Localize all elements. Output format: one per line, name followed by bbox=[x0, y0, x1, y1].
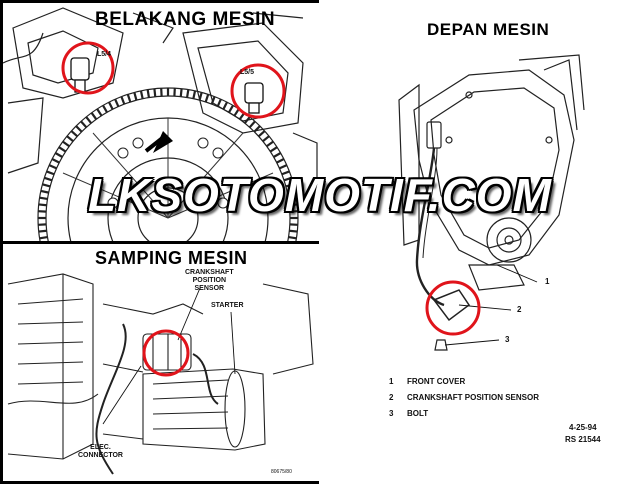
panel-title: DEPAN MESIN bbox=[427, 20, 550, 39]
flywheel-tooth bbox=[281, 170, 290, 176]
flywheel-tooth bbox=[253, 125, 261, 133]
watermark-text: LKSOTOMOTIF.COM bbox=[88, 169, 552, 221]
flywheel-tooth bbox=[266, 140, 274, 148]
flywheel-tooth bbox=[243, 116, 251, 124]
figure-code: 80675/80 bbox=[271, 469, 292, 475]
panel-samping-mesin: SAMPING MESIN CRANKSHAFT POSITION SENSOR… bbox=[0, 241, 322, 484]
arrow-icon bbox=[153, 131, 173, 153]
flywheel-tooth bbox=[102, 104, 108, 113]
flywheel-tooth bbox=[51, 158, 60, 164]
side-engine-drawing bbox=[7, 273, 314, 475]
flywheel-tooth bbox=[146, 89, 151, 98]
sensor-label-left: L5/4 bbox=[97, 51, 112, 58]
crankshaft-sensor-label: CRANKSHAFT POSITION SENSOR bbox=[185, 269, 234, 292]
flywheel-tooth bbox=[289, 229, 298, 233]
flywheel-tooth bbox=[42, 183, 51, 188]
flywheel-tooth bbox=[39, 235, 48, 240]
flywheel-tooth bbox=[90, 112, 98, 120]
flywheel-tooth bbox=[198, 92, 203, 101]
back-engine-drawing bbox=[3, 7, 318, 241]
starter-label: STARTER bbox=[211, 302, 244, 309]
highlight-circle-front bbox=[425, 280, 481, 336]
sensor-label-right: L5/5 bbox=[240, 69, 255, 76]
flywheel-tooth bbox=[85, 116, 93, 124]
flywheel-tooth bbox=[153, 88, 157, 97]
flywheel-tooth bbox=[126, 94, 132, 103]
callout-3: 3 bbox=[505, 335, 510, 344]
flywheel-tooth bbox=[46, 170, 55, 176]
highlight-circle-right bbox=[230, 63, 286, 119]
flywheel-tooth bbox=[108, 101, 114, 110]
flywheel-tooth bbox=[289, 203, 298, 207]
callout-2: 2 bbox=[517, 305, 522, 314]
flywheel-tooth bbox=[48, 164, 57, 170]
flywheel-tooth bbox=[228, 104, 234, 113]
flywheel-tooth bbox=[288, 196, 297, 201]
flywheel-tooth bbox=[276, 158, 285, 164]
flywheel-tooth bbox=[133, 92, 138, 101]
flywheel-tooth bbox=[262, 135, 270, 143]
highlight-circle-left bbox=[61, 41, 115, 95]
flywheel-tooth bbox=[114, 98, 120, 107]
flywheel-tooth bbox=[216, 98, 222, 107]
flywheel-tooth bbox=[80, 120, 88, 129]
flywheel-tooth bbox=[96, 108, 103, 117]
front-engine-drawing bbox=[398, 54, 585, 351]
flywheel-tooth bbox=[66, 135, 74, 143]
flywheel-teeth bbox=[38, 88, 298, 240]
flywheel-tooth bbox=[222, 101, 228, 110]
flywheel-tooth bbox=[248, 120, 256, 129]
flywheel-tooth bbox=[58, 146, 67, 153]
flywheel-tooth bbox=[204, 94, 210, 103]
panel-title: BELAKANG MESIN bbox=[95, 9, 276, 30]
flywheel-tooth bbox=[44, 176, 53, 182]
reference-date: 4-25-94 bbox=[569, 423, 597, 432]
flywheel-tooth bbox=[192, 90, 197, 99]
flywheel-tooth bbox=[179, 88, 183, 97]
flywheel-tooth bbox=[285, 183, 294, 188]
flywheel-tooth bbox=[257, 130, 266, 138]
flywheel-tooth bbox=[120, 96, 126, 105]
panel-belakang-mesin: BELAKANG MESIN L5/4 L5/5 bbox=[0, 0, 322, 244]
flywheel-tooth bbox=[70, 130, 79, 138]
flywheel-tooth bbox=[210, 96, 216, 105]
flywheel-tooth bbox=[269, 146, 278, 153]
flywheel-tooth bbox=[233, 108, 240, 117]
panel-title: SAMPING MESIN bbox=[95, 248, 248, 268]
flywheel-tooth bbox=[38, 229, 47, 233]
callout-1: 1 bbox=[545, 277, 550, 286]
flywheel-tooth bbox=[39, 196, 48, 201]
flywheel-tooth bbox=[139, 90, 144, 99]
flywheel-tooth bbox=[38, 203, 47, 207]
flywheel-tooth bbox=[40, 189, 49, 194]
connector-label: ELEC. CONNECTOR bbox=[78, 444, 123, 459]
flywheel-tooth bbox=[54, 152, 63, 158]
flywheel-tooth bbox=[62, 140, 70, 148]
reference-code: RS 21544 bbox=[565, 435, 601, 444]
flywheel-tooth bbox=[75, 125, 83, 133]
highlight-circle-side bbox=[142, 329, 190, 377]
flywheel-tooth bbox=[283, 176, 292, 182]
flywheel-tooth bbox=[279, 164, 288, 170]
flywheel-tooth bbox=[287, 189, 296, 194]
flywheel-tooth bbox=[288, 235, 297, 240]
flywheel-tooth bbox=[185, 89, 190, 98]
flywheel-tooth bbox=[273, 152, 282, 158]
